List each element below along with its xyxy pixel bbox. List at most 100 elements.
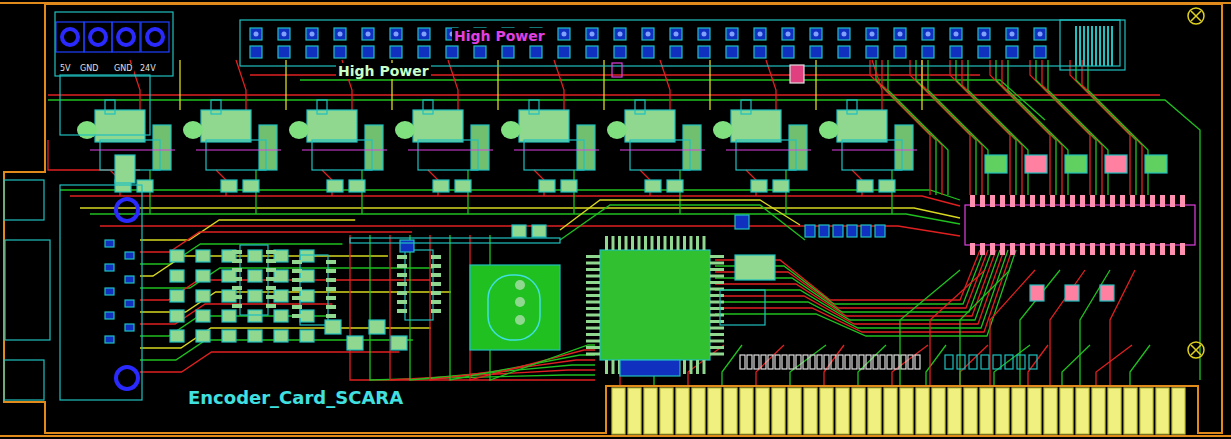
soic-pin — [326, 296, 336, 300]
connector-stripe — [1103, 26, 1105, 66]
soic-pin — [431, 255, 441, 259]
edge-finger — [1172, 388, 1185, 434]
mount-hole — [1188, 342, 1204, 358]
qfp-pin — [612, 360, 615, 374]
ic-pin — [1120, 243, 1125, 255]
resistor-pad — [667, 180, 683, 192]
qfp-pin — [696, 360, 699, 374]
copper-trace — [448, 60, 458, 112]
smd-pad — [993, 355, 1001, 369]
smd-pad — [1100, 285, 1114, 301]
smd-pad — [300, 290, 314, 302]
smd-pad — [274, 270, 288, 282]
smd-pad — [170, 310, 184, 322]
edge-finger — [1140, 388, 1153, 434]
qfp-pin — [690, 236, 693, 250]
soic-pin — [326, 278, 336, 282]
smd-part — [105, 100, 115, 114]
smd-pad — [1017, 355, 1025, 369]
db9-pin — [125, 300, 134, 307]
edge-finger — [772, 388, 785, 434]
qfp-pin — [618, 236, 621, 250]
copper-trace — [179, 60, 180, 110]
edge-finger — [836, 388, 849, 434]
soic-outline — [300, 255, 328, 325]
connector-stripe — [1111, 26, 1113, 66]
qfp-pin — [683, 360, 686, 374]
capacitor — [1145, 155, 1167, 173]
copper-trace — [922, 60, 982, 195]
via — [870, 32, 875, 37]
package-outline — [312, 140, 372, 170]
via — [422, 32, 427, 37]
edge-finger — [1012, 388, 1025, 434]
ic-pin — [1070, 243, 1075, 255]
package-outline — [418, 140, 478, 170]
package-outline — [524, 140, 584, 170]
copper-trace — [790, 345, 826, 385]
header-pad — [586, 28, 598, 40]
soic-pin — [232, 304, 242, 308]
smd-pad — [945, 355, 953, 369]
copper-trace — [756, 345, 784, 385]
soic-pin — [397, 282, 407, 286]
transistor-pad — [519, 110, 569, 142]
edge-finger — [612, 388, 625, 434]
ic-pin — [990, 243, 995, 255]
qfp-pin — [710, 327, 724, 330]
smd-pad — [981, 355, 989, 369]
ic-pin — [1130, 243, 1135, 255]
ic-pin — [1160, 243, 1165, 255]
header-pad — [278, 28, 290, 40]
smd-pad — [347, 336, 363, 350]
transistor-tab — [895, 125, 913, 170]
transistor-pad — [307, 110, 357, 142]
copper-trace — [824, 345, 844, 385]
via — [338, 32, 343, 37]
part-outline — [60, 75, 150, 135]
copper-trace — [560, 205, 805, 240]
qfp-pin — [710, 333, 724, 336]
soic-pin — [266, 304, 276, 308]
ic-pin — [1010, 195, 1015, 207]
smd-pad — [805, 225, 815, 237]
via — [1038, 32, 1043, 37]
copper-trace — [996, 60, 1056, 195]
smd-pad — [532, 225, 546, 237]
copper-trace — [1008, 60, 1068, 195]
smd-pad — [274, 310, 288, 322]
header-pad — [558, 46, 570, 58]
smd-pad — [1065, 285, 1079, 301]
connector-stripe — [1075, 26, 1077, 66]
ic-pin — [1060, 243, 1065, 255]
ic-pin — [980, 243, 985, 255]
smd-part — [612, 63, 622, 77]
qfp-pin — [586, 327, 600, 330]
smd-pad — [248, 310, 262, 322]
transistor-tab — [577, 125, 595, 170]
qfp-pin — [710, 281, 724, 284]
smd-part — [635, 100, 645, 114]
header-pad — [726, 28, 738, 40]
crystal-pin — [515, 315, 525, 325]
ic-pin — [1140, 243, 1145, 255]
qfp-pin — [710, 255, 724, 258]
ic-pin — [1010, 243, 1015, 255]
ic-pin — [1060, 195, 1065, 207]
qfp-pin — [664, 236, 667, 250]
header-pad — [250, 28, 262, 40]
ic-pin — [1090, 243, 1095, 255]
board-edge — [0, 435, 1231, 437]
smd-pad — [908, 355, 913, 369]
soic-pin — [266, 250, 276, 254]
qfp-pin — [683, 236, 686, 250]
via-pad — [289, 121, 309, 139]
copper-trace — [858, 345, 886, 385]
smd-part — [790, 65, 804, 83]
smd-pad — [833, 225, 843, 237]
smd-pad — [196, 330, 210, 342]
connector-stripe — [1091, 26, 1093, 66]
copper-trace — [926, 345, 946, 385]
db9-pin — [125, 276, 134, 283]
db9-pin — [105, 312, 114, 319]
